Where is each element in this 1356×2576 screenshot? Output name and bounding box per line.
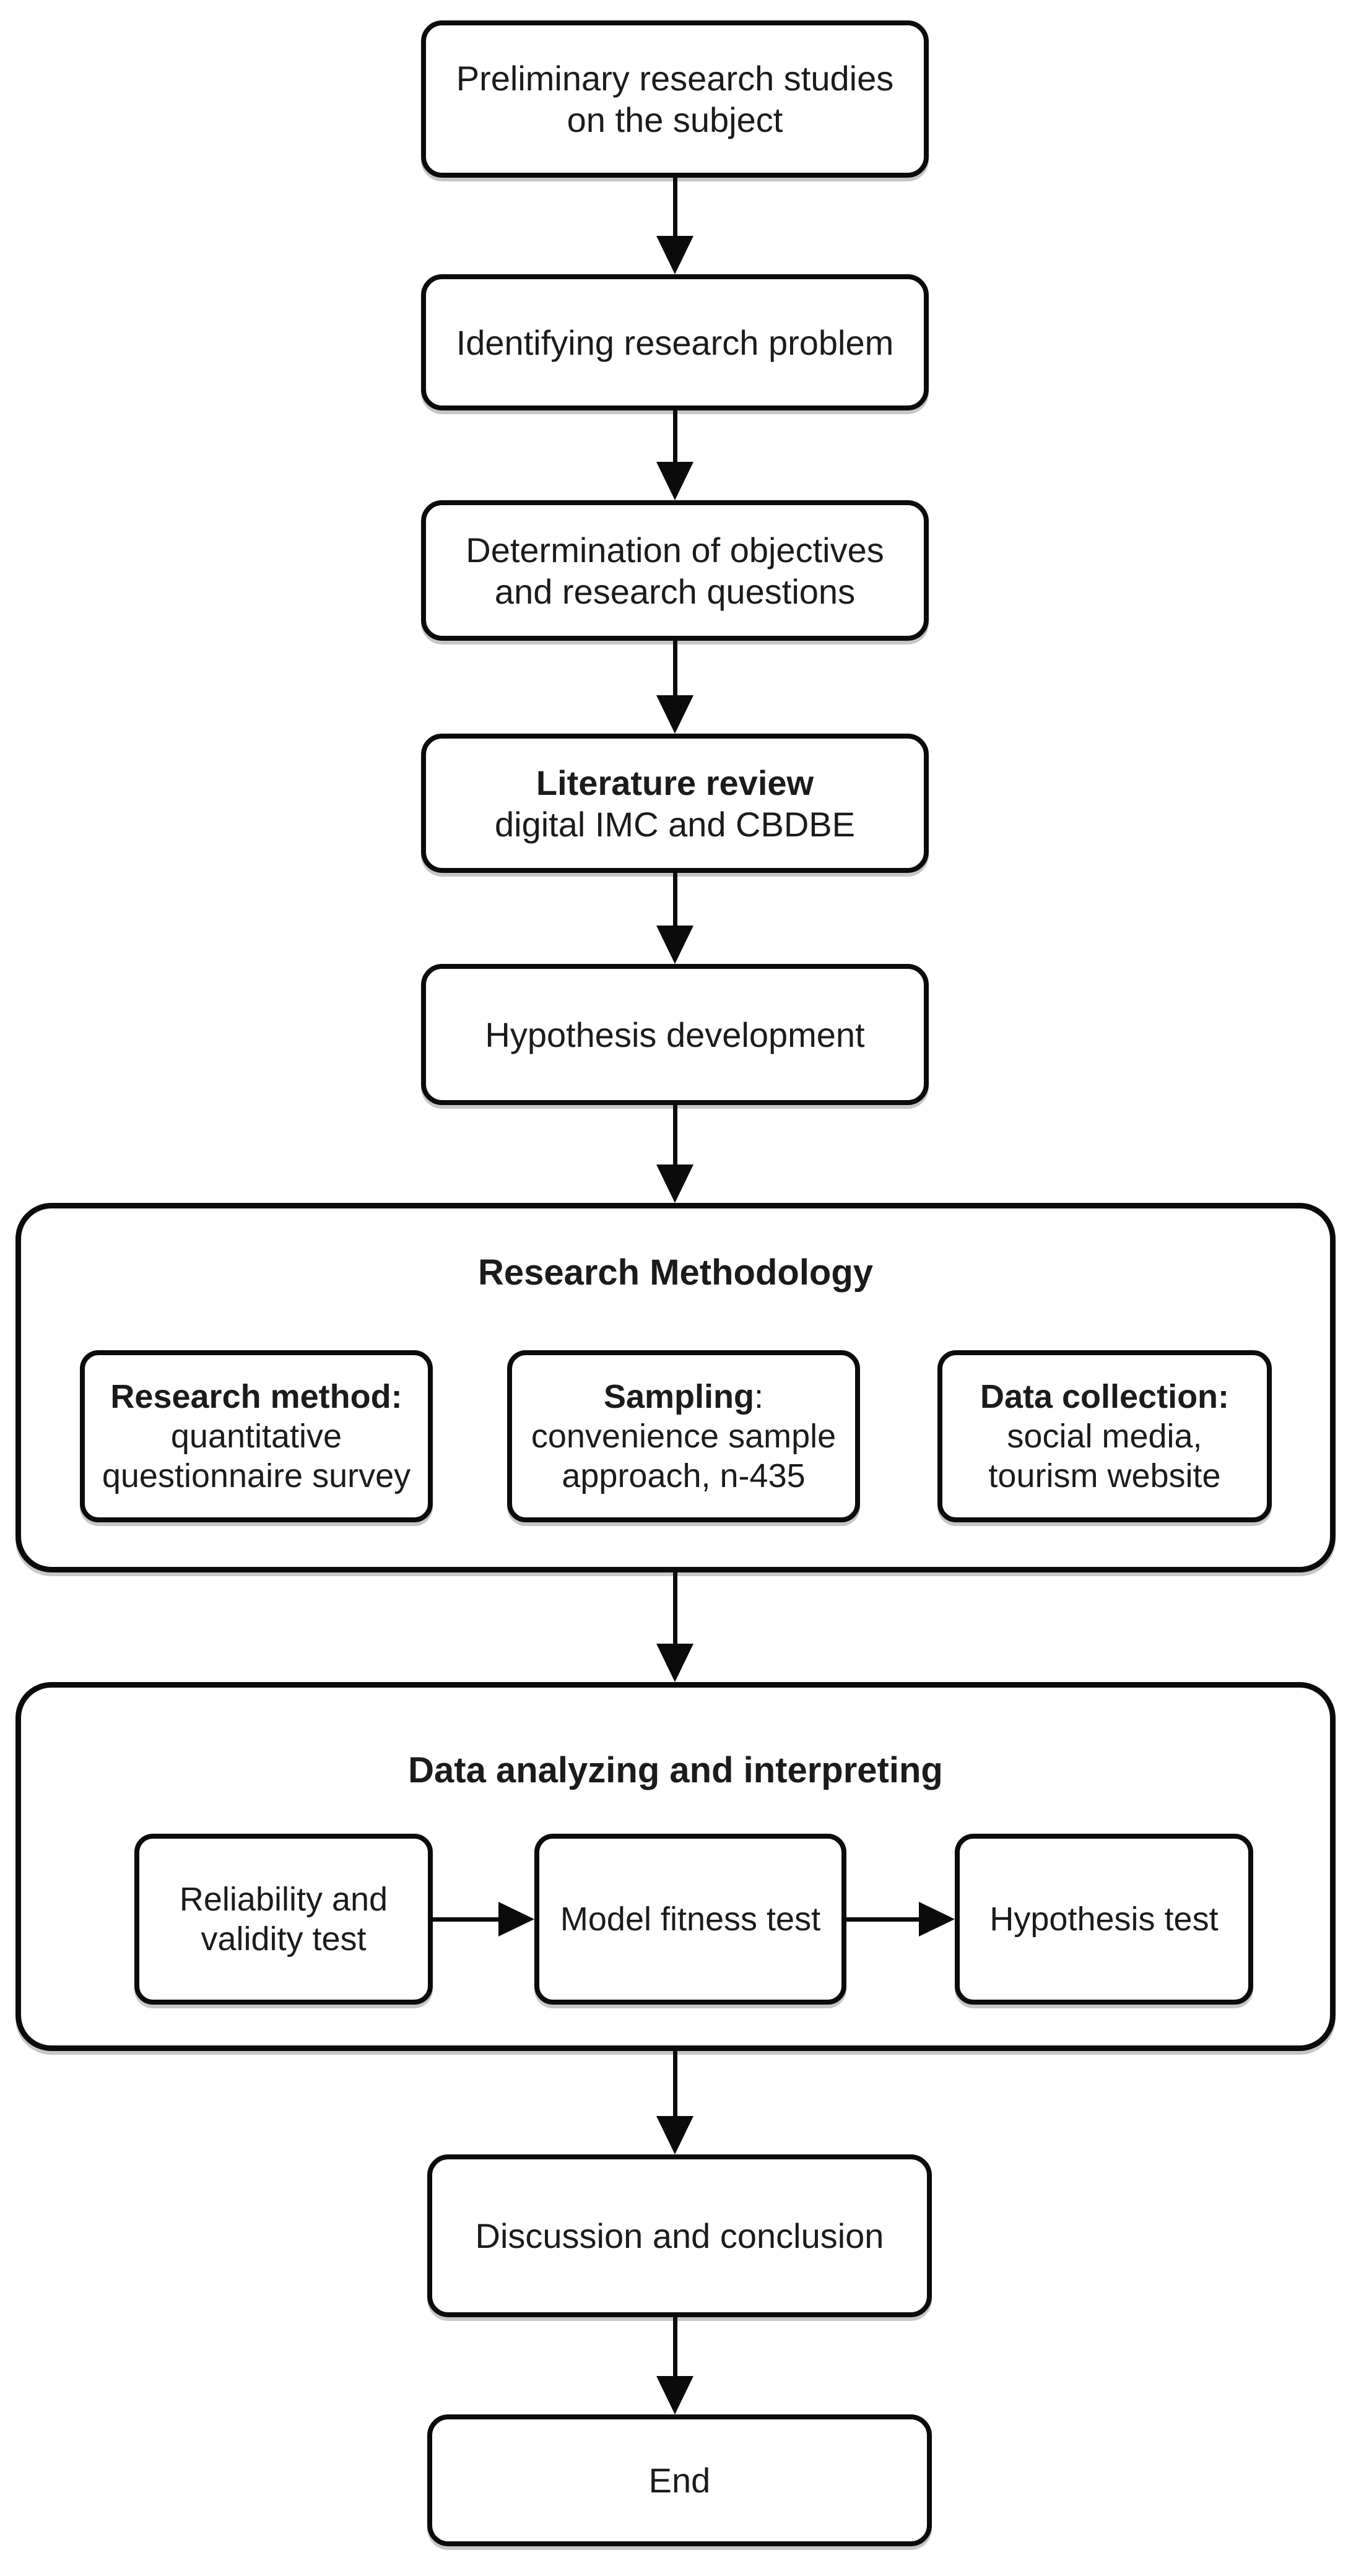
arrow-preliminary-to-identifying [653,178,697,274]
arrow-reliability-to-model-fitness [433,1897,534,1941]
text-segment: and research questions [494,571,856,611]
node-end: End [427,2414,932,2546]
text-segment: Hypothesis development [485,1015,865,1054]
text-segment: Model fitness test [560,1901,821,1938]
text-segment: Discussion and conclusion [475,2216,884,2255]
arrow-discussion-to-end [653,2317,697,2414]
text-segment: approach, n-435 [562,1457,806,1494]
text-segment: Determination of objectives [466,530,884,570]
group-title-data-analyzing: Data analyzing and interpreting [408,1750,943,1790]
group-research-methodology: Research Methodology Research method:qua… [15,1203,1336,1572]
node-hypothesis-test: Hypothesis test [955,1834,1253,2005]
text-segment: digital IMC and CBDBE [494,804,855,844]
text-line: Model fitness test [560,1899,820,1939]
node-hypothesis-development: Hypothesis development [421,964,929,1105]
arrow-determination-to-literature [653,641,697,734]
text-segment: on the subject [567,100,783,139]
text-segment: Preliminary research studies [456,59,894,98]
text-line: and research questions [495,571,855,612]
text-line: social media, [1007,1416,1202,1456]
arrow-literature-to-hypothesis [653,873,697,964]
node-data-collection: Data collection:social media,tourism web… [937,1350,1272,1522]
text-segment: Identifying research problem [456,323,894,362]
text-line: quantitative [171,1416,342,1456]
node-model-fitness-test: Model fitness test [534,1834,846,2005]
text-segment: social media, [1007,1418,1202,1455]
node-discussion-conclusion: Discussion and conclusion [427,2154,932,2317]
arrow-identifying-to-determination [653,410,697,500]
text-line: End [649,2460,711,2501]
text-segment: quantitative [170,1418,342,1455]
arrow-model-fitness-to-hypothesis-test [846,1897,955,1941]
arrow-methodology-to-analyzing [653,1572,697,1682]
text-segment: Sampling [603,1378,754,1415]
text-line: Identifying research problem [456,322,894,363]
text-segment: tourism website [988,1457,1221,1494]
text-line: approach, n-435 [562,1456,805,1496]
text-line: Literature review [536,762,814,804]
text-line: validity test [201,1919,366,1959]
text-line: questionnaire survey [102,1456,411,1496]
text-segment: Reliability and [179,1881,388,1918]
text-line: digital IMC and CBDBE [495,804,855,845]
text-segment: Hypothesis test [989,1901,1219,1938]
text-line: on the subject [567,99,783,141]
text-line: Data collection: [980,1377,1229,1416]
text-segment: convenience sample [531,1418,837,1455]
text-line: Discussion and conclusion [476,2215,884,2257]
text-segment: validity test [201,1920,367,1958]
text-segment: questionnaire survey [102,1457,411,1494]
text-segment: : [754,1378,764,1415]
text-segment: Research method: [110,1378,402,1415]
group-data-analyzing: Data analyzing and interpreting Reliabil… [15,1682,1336,2051]
text-line: Hypothesis test [989,1899,1218,1939]
text-line: Hypothesis development [485,1014,864,1056]
text-line: Sampling: [604,1377,763,1416]
text-line: convenience sample [531,1416,836,1456]
text-segment: Literature review [536,763,814,802]
text-segment: End [648,2461,711,2500]
text-line: Research method: [110,1377,402,1416]
node-identifying-research-problem: Identifying research problem [421,274,929,410]
arrow-hypothesis-to-methodology [653,1105,697,1203]
text-line: Reliability and [180,1880,388,1919]
text-line: Preliminary research studies [456,58,893,99]
text-line: Determination of objectives [466,529,884,571]
arrow-analyzing-to-discussion [653,2051,697,2154]
text-segment: Data collection: [980,1378,1230,1415]
group-title-research-methodology: Research Methodology [477,1252,874,1293]
text-line: tourism website [988,1456,1220,1496]
